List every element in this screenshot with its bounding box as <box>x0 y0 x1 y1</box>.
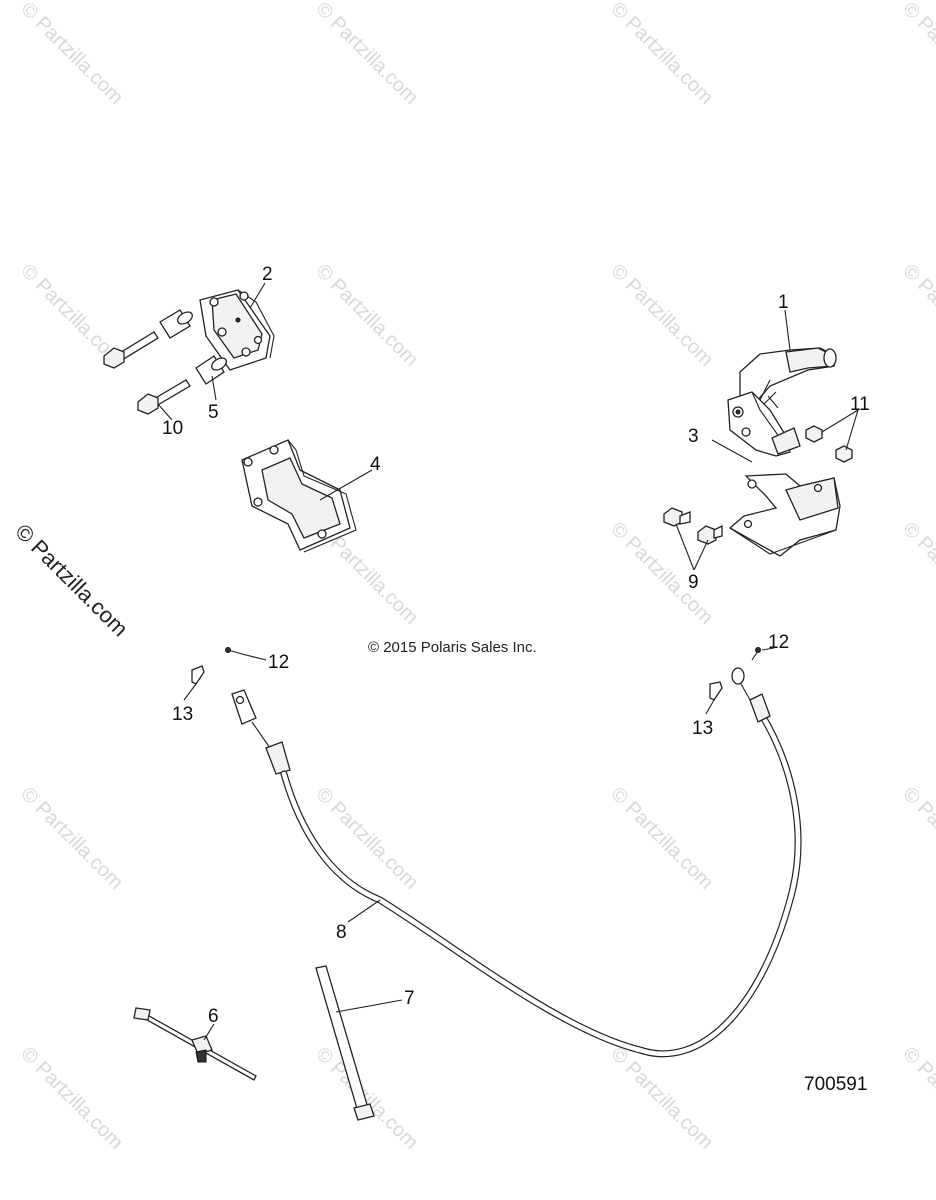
part-3-mount-bracket <box>728 473 841 557</box>
watermark-layer: © Partzilla.com © Partzilla.com © Partzi… <box>10 0 936 1154</box>
watermark: © Partzilla.com <box>898 1043 936 1154</box>
part-13-pin-left <box>191 665 205 685</box>
callout-8: 8 <box>336 922 347 943</box>
watermark: © Partzilla.com <box>898 518 936 629</box>
watermark: © Partzilla.com <box>16 0 127 109</box>
callout-7: 7 <box>404 988 415 1009</box>
callout-13-right: 13 <box>692 718 713 739</box>
callout-3: 3 <box>688 426 699 447</box>
part-12-pin-right <box>751 647 761 661</box>
part-13-pin-right <box>709 681 723 701</box>
watermark: © Partzilla.com <box>16 1043 127 1154</box>
callout-9: 9 <box>688 572 699 593</box>
callout-6: 6 <box>208 1006 219 1027</box>
part-12-pin-left <box>225 647 243 655</box>
watermark: © Partzilla.com <box>898 260 936 371</box>
part-6-push-mount-tie <box>133 1007 257 1081</box>
watermark: © Partzilla.com <box>606 260 717 371</box>
part-4-bracket-plate <box>241 439 357 553</box>
callout-11: 11 <box>850 394 870 415</box>
watermark: © Partzilla.com <box>606 0 717 109</box>
callout-10: 10 <box>162 418 183 439</box>
watermark: © Partzilla.com <box>898 0 936 109</box>
callout-1: 1 <box>778 292 789 313</box>
copyright-text: © 2015 Polaris Sales Inc. <box>368 639 537 656</box>
part-10-bolts <box>103 331 191 415</box>
part-11-nuts <box>805 425 853 463</box>
callout-4: 4 <box>370 454 381 475</box>
watermark: © Partzilla.com <box>16 783 127 894</box>
callout-2: 2 <box>262 264 273 285</box>
watermark: © Partzilla.com <box>311 783 422 894</box>
watermark: © Partzilla.com <box>311 260 422 371</box>
side-watermark: © Partzilla.com <box>10 519 133 642</box>
part-8-brake-cable <box>231 667 802 1058</box>
watermark: © Partzilla.com <box>606 1043 717 1154</box>
callout-13-left: 13 <box>172 704 193 725</box>
watermark: © Partzilla.com <box>311 0 422 109</box>
part-9-bolts <box>663 507 723 545</box>
watermark: © Partzilla.com <box>311 1043 422 1154</box>
part-2-bracket <box>199 289 275 371</box>
callout-5: 5 <box>208 402 219 423</box>
watermark: © Partzilla.com <box>898 783 936 894</box>
part-1-brake-handle <box>727 347 837 457</box>
leader-lines <box>157 282 859 1041</box>
watermark: © Partzilla.com <box>606 783 717 894</box>
diagram-number: 700591 <box>804 1074 867 1095</box>
part-5-bushings <box>159 309 227 385</box>
part-7-cable-tie <box>315 965 375 1121</box>
callouts: 1 2 3 4 5 6 7 8 9 10 11 12 12 13 13 <box>162 264 870 1027</box>
callout-12-right: 12 <box>768 632 789 653</box>
callout-12-left: 12 <box>268 652 289 673</box>
